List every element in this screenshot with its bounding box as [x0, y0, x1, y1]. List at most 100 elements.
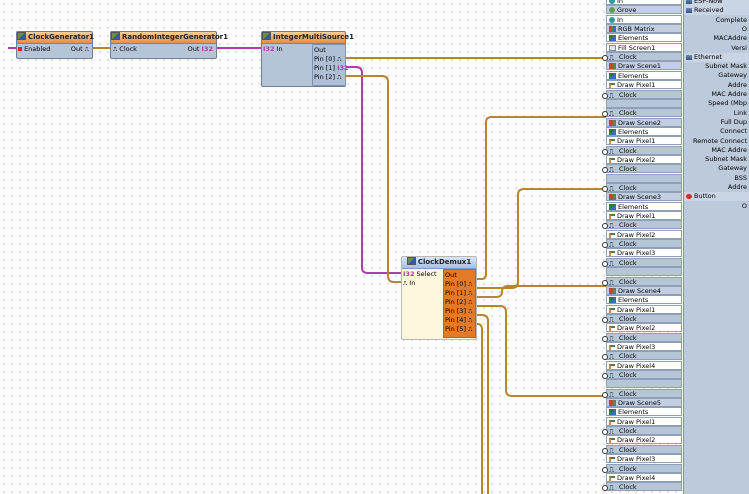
panel-property-row[interactable]: O: [741, 201, 747, 210]
element-entry[interactable]: Draw Pixel2: [606, 230, 682, 239]
element-separator[interactable]: [606, 174, 682, 183]
clock-input-pin[interactable]: ⎍Clock: [602, 239, 682, 249]
element-entry[interactable]: Draw Pixel1: [606, 80, 682, 89]
demux-pin-1[interactable]: Pin [1] ⎍: [445, 289, 473, 297]
clock-wire[interactable]: [477, 305, 606, 397]
enabled-pin[interactable]: Enabled: [18, 45, 50, 53]
clock-input-pin[interactable]: ⎍Clock: [602, 108, 682, 118]
clock-wire[interactable]: [477, 188, 606, 289]
element-entry[interactable]: In: [606, 15, 682, 24]
integer-multi-source-title[interactable]: IntegerMultiSource1: [262, 32, 354, 44]
demux-pin-5[interactable]: Pin [5] ⎍: [445, 325, 473, 333]
clock-input-pin[interactable]: ⎍Clock: [602, 314, 682, 324]
element-entry[interactable]: Draw Pixel1: [606, 136, 682, 145]
element-entry[interactable]: Draw Pixel2: [606, 155, 682, 164]
element-entry[interactable]: Draw Pixel3: [606, 248, 682, 257]
clock-input-pin[interactable]: ⎍Clock: [602, 183, 682, 193]
pin-connector[interactable]: [602, 186, 608, 192]
panel-property-row[interactable]: MAC Addre: [711, 145, 747, 154]
pin-connector[interactable]: [602, 467, 608, 473]
element-entry[interactable]: Grove: [606, 5, 682, 14]
panel-property-row[interactable]: Full Dup: [720, 117, 747, 126]
demux-select-pin[interactable]: I32 Select: [403, 270, 437, 278]
element-separator[interactable]: [606, 379, 682, 388]
element-entry[interactable]: Draw Pixel1: [606, 305, 682, 314]
element-entry[interactable]: Fill Screen1: [606, 43, 682, 52]
panel-property-row[interactable]: Complete: [715, 15, 747, 24]
pin-connector[interactable]: [602, 167, 608, 173]
clock-input-pin[interactable]: ⎍Clock: [602, 482, 682, 492]
multi-source-in-pin[interactable]: I32 In: [263, 45, 283, 53]
element-entry[interactable]: Draw Pixel3: [606, 454, 682, 463]
clock-input-pin[interactable]: ⎍Clock: [602, 277, 682, 287]
element-entry[interactable]: Draw Pixel1: [606, 417, 682, 426]
element-entry[interactable]: In: [606, 0, 682, 5]
panel-property-row[interactable]: Link: [733, 108, 747, 117]
clock-wire[interactable]: [477, 323, 483, 494]
pin-connector[interactable]: [602, 448, 608, 454]
clock-input-pin[interactable]: ⎍Clock: [602, 445, 682, 455]
integer-multi-source-component[interactable]: IntegerMultiSource1 I32 In Out Pin [0] ⎍…: [261, 31, 354, 87]
panel-property-row[interactable]: BSS: [734, 173, 747, 182]
clock-input-pin[interactable]: ⎍Clock: [602, 351, 682, 361]
pin-connector[interactable]: [602, 223, 608, 229]
panel-section-header[interactable]: ESP-Now: [684, 0, 749, 6]
pin-connector[interactable]: [602, 280, 608, 286]
random-out-pin[interactable]: Out I32: [187, 45, 213, 53]
panel-section-header[interactable]: Received: [684, 6, 749, 16]
demux-pin-2[interactable]: Pin [2] ⎍: [445, 298, 473, 306]
clock-generator-title[interactable]: ClockGenerator1: [17, 32, 94, 44]
pin-connector[interactable]: [602, 55, 608, 61]
panel-section-header[interactable]: Ethernet: [684, 52, 749, 62]
element-entry[interactable]: Draw Scene4: [606, 286, 682, 295]
element-entry[interactable]: Draw Pixel2: [606, 435, 682, 444]
clock-demux-title[interactable]: ClockDemux1: [402, 257, 476, 269]
panel-property-row[interactable]: Subnet Mask: [705, 62, 747, 71]
pin-connector[interactable]: [602, 485, 608, 491]
element-entry[interactable]: Draw Pixel4: [606, 473, 682, 482]
element-entry[interactable]: Draw Scene2: [606, 118, 682, 127]
panel-property-row[interactable]: O: [741, 24, 747, 33]
clock-out-pin[interactable]: Out ⎍: [70, 45, 89, 53]
element-separator[interactable]: [606, 267, 682, 276]
panel-property-row[interactable]: MAC Addre: [711, 90, 747, 98]
clock-input-pin[interactable]: ⎍Clock: [602, 52, 682, 62]
panel-property-row[interactable]: Addre: [727, 183, 747, 191]
panel-property-row[interactable]: Gateway: [718, 164, 747, 173]
clock-demux-component[interactable]: ClockDemux1 I32 Select ⎍ In Out Pin [0] …: [401, 256, 477, 340]
clock-input-pin[interactable]: ⎍Clock: [602, 90, 682, 100]
clock-input-pin[interactable]: ⎍Clock: [602, 220, 682, 230]
element-entry[interactable]: Elements: [606, 127, 682, 136]
clock-wire[interactable]: [346, 75, 401, 283]
clock-wire[interactable]: [477, 285, 606, 298]
clock-input-pin[interactable]: ⎍Clock: [602, 426, 682, 436]
panel-property-row[interactable]: Gateway: [718, 71, 747, 80]
clock-input-pin[interactable]: ⎍Clock: [602, 389, 682, 399]
element-separator[interactable]: [606, 99, 682, 108]
pin-connector[interactable]: [602, 392, 608, 398]
element-entry[interactable]: RGB Matrix: [606, 24, 682, 33]
pin-connector[interactable]: [602, 111, 608, 117]
random-integer-generator-component[interactable]: RandomIntegerGenerator1 ⎍ Clock Out I32: [110, 31, 228, 59]
element-entry[interactable]: Draw Pixel4: [606, 361, 682, 370]
pin-connector[interactable]: [602, 373, 608, 379]
multi-source-pin-2[interactable]: Pin [2] ⎍: [314, 73, 342, 81]
demux-pin-0[interactable]: Pin [0] ⎍: [445, 280, 473, 288]
element-entry[interactable]: Elements: [606, 202, 682, 211]
demux-pin-3[interactable]: Pin [3] ⎍: [445, 307, 473, 315]
element-entry[interactable]: Draw Scene1: [606, 61, 682, 70]
panel-property-row[interactable]: Speed (Mbp: [708, 99, 747, 108]
random-integer-generator-title[interactable]: RandomIntegerGenerator1: [111, 32, 228, 44]
clock-input-pin[interactable]: ⎍Clock: [602, 333, 682, 343]
panel-property-row[interactable]: Remote Connect: [692, 136, 747, 145]
element-entry[interactable]: Draw Scene5: [606, 398, 682, 407]
panel-property-row[interactable]: MACAddre: [713, 34, 747, 43]
clock-generator-component[interactable]: ClockGenerator1 Enabled Out ⎍: [16, 31, 94, 59]
demux-in-pin[interactable]: ⎍ In: [403, 279, 416, 287]
clock-input-pin[interactable]: ⎍Clock: [602, 164, 682, 174]
element-entry[interactable]: Draw Pixel1: [606, 211, 682, 220]
element-entry[interactable]: Elements: [606, 295, 682, 304]
pin-connector[interactable]: [602, 354, 608, 360]
element-entry[interactable]: Elements: [606, 71, 682, 80]
pin-connector[interactable]: [602, 149, 608, 155]
